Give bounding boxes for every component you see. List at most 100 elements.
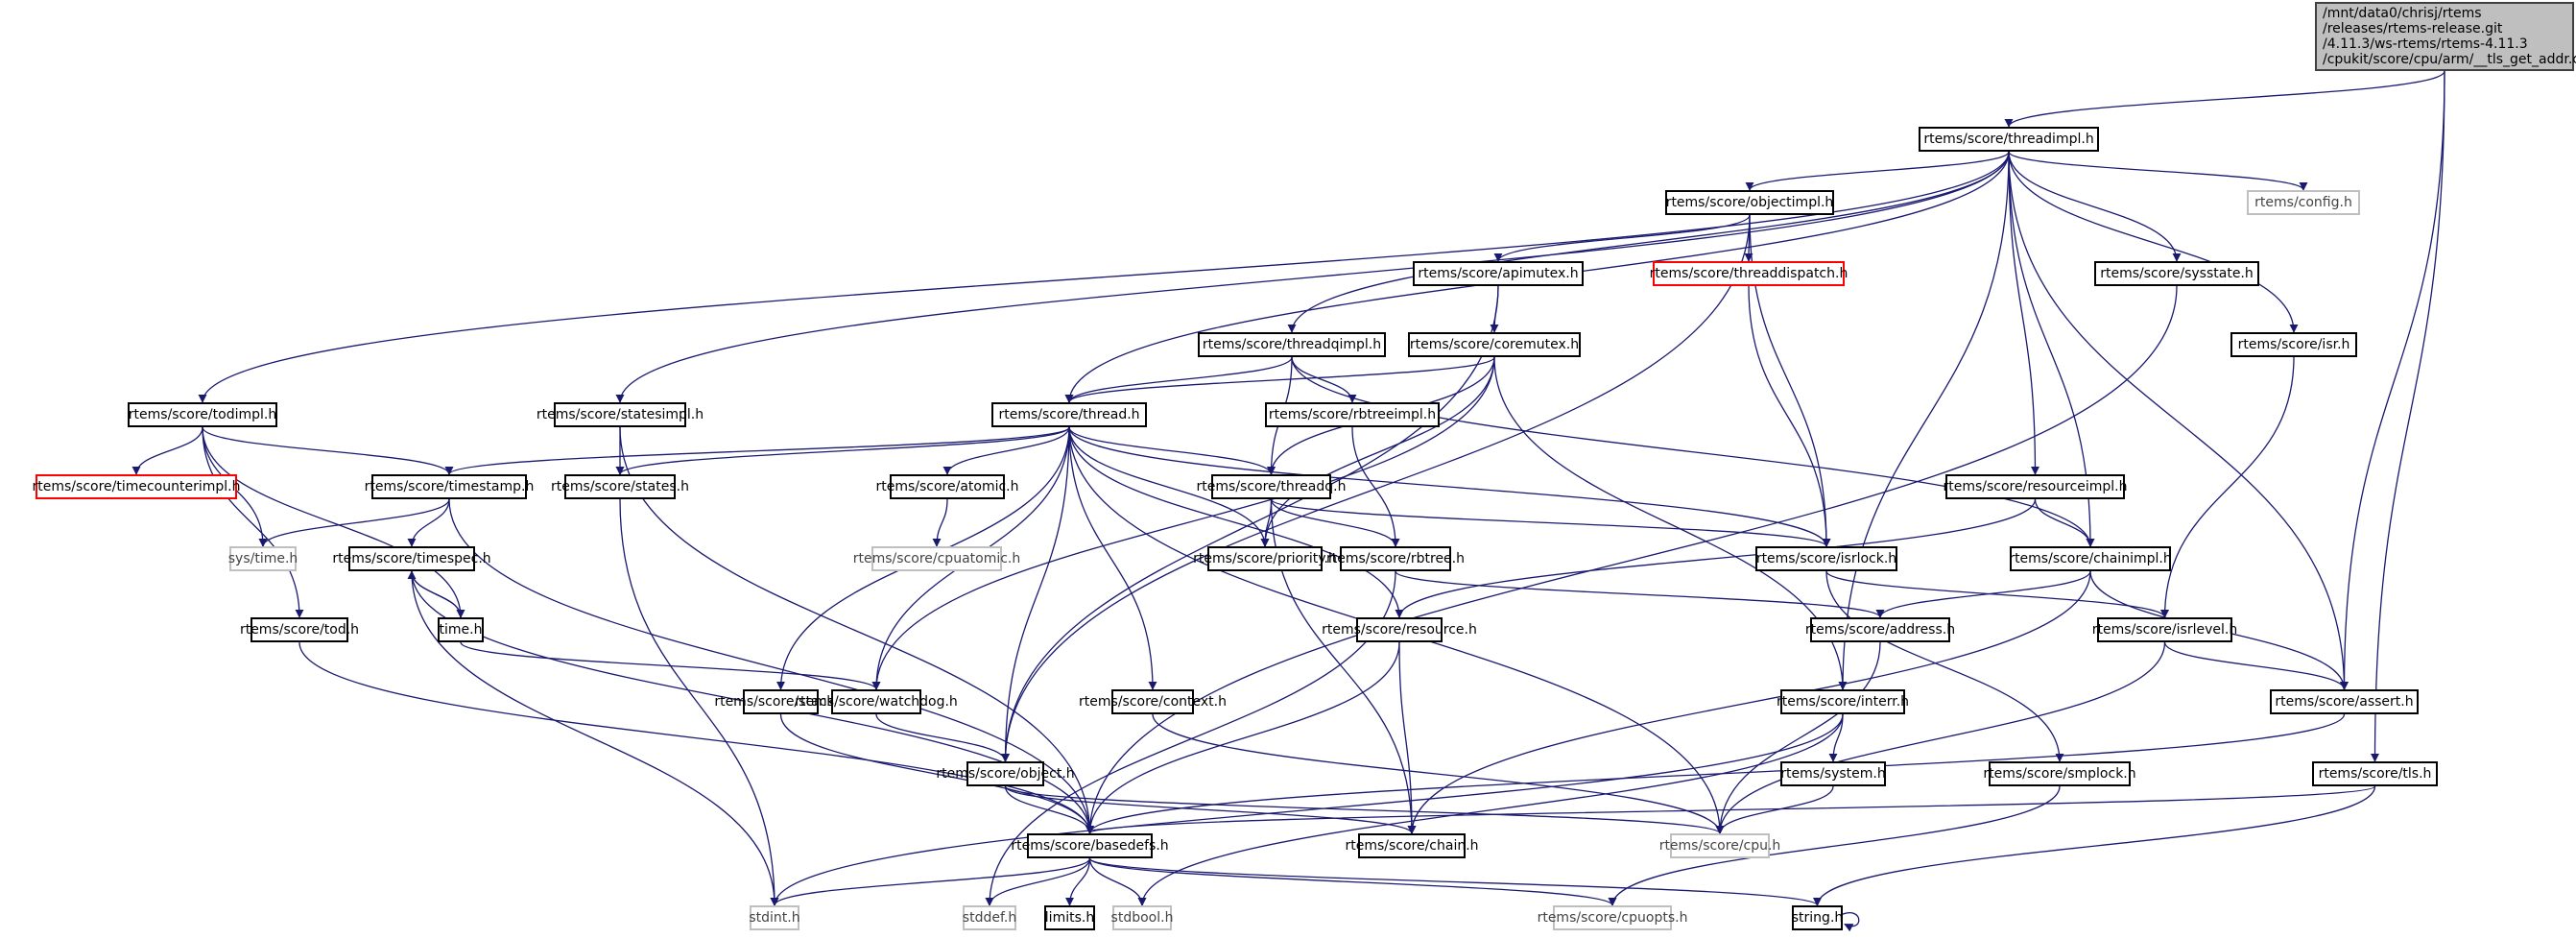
node-interr[interactable]: rtems/score/interr.h bbox=[1777, 689, 1909, 714]
node-objectimpl[interactable]: rtems/score/objectimpl.h bbox=[1665, 190, 1834, 215]
edge-root-to-threadimpl bbox=[2004, 70, 2445, 128]
edge-resourceimpl-to-chainimpl bbox=[2034, 498, 2095, 547]
edge-tls-to-string bbox=[1813, 785, 2376, 906]
node-string[interactable]: string.h bbox=[1792, 905, 1843, 930]
node-rbtreeimpl[interactable]: rtems/score/rbtreeimpl.h bbox=[1265, 402, 1440, 427]
node-chainimpl[interactable]: rtems/score/chainimpl.h bbox=[2009, 546, 2172, 571]
node-resourceimpl[interactable]: rtems/score/resourceimpl.h bbox=[1943, 474, 2128, 499]
node-tod[interactable]: rtems/score/tod.h bbox=[240, 617, 359, 642]
node-basedefs[interactable]: rtems/score/basedefs.h bbox=[1011, 833, 1169, 858]
node-timeh[interactable]: time.h bbox=[438, 617, 484, 642]
edge-isrlevel-to-cpu bbox=[1715, 641, 2166, 834]
edge-basedefs-to-stddef bbox=[985, 857, 1091, 906]
node-timecounterimpl[interactable]: rtems/score/timecounterimpl.h bbox=[33, 474, 240, 499]
node-system[interactable]: rtems/system.h bbox=[1780, 761, 1886, 786]
edge-basedefs-to-string bbox=[1088, 857, 1822, 906]
node-coremutex[interactable]: rtems/score/coremutex.h bbox=[1408, 332, 1581, 357]
root-path-line: /releases/rtems-release.git bbox=[2323, 21, 2503, 36]
node-systime: sys/time.h bbox=[228, 546, 298, 571]
node-threadimpl[interactable]: rtems/score/threadimpl.h bbox=[1919, 127, 2099, 152]
node-timespec[interactable]: rtems/score/timespec.h bbox=[332, 546, 491, 571]
node-cpuopts: rtems/score/cpuopts.h bbox=[1538, 905, 1687, 930]
edge-timestamp-to-timespec bbox=[407, 498, 450, 547]
node-threaddispatch[interactable]: rtems/score/threaddispatch.h bbox=[1650, 261, 1848, 286]
edge-rbtree-to-address bbox=[1395, 570, 1885, 618]
edge-assert-to-basedefs bbox=[1085, 713, 2346, 834]
node-apimutex[interactable]: rtems/score/apimutex.h bbox=[1413, 261, 1584, 286]
edge-threadimpl-to-isr bbox=[2008, 151, 2299, 333]
node-stdint: stdint.h bbox=[749, 905, 800, 930]
node-limits[interactable]: limits.h bbox=[1044, 905, 1095, 930]
edge-atomic-to-cpuatomic bbox=[932, 498, 948, 547]
node-isr[interactable]: rtems/score/isr.h bbox=[2230, 332, 2357, 357]
edge-interr-to-stdint bbox=[770, 713, 1844, 906]
node-timestamp[interactable]: rtems/score/timestamp.h bbox=[365, 474, 534, 499]
node-priority[interactable]: rtems/score/priority.h bbox=[1193, 546, 1337, 571]
node-states[interactable]: rtems/score/states.h bbox=[551, 474, 689, 499]
edge-threadimpl-to-objectimpl bbox=[1745, 151, 2010, 191]
edge-threadq-to-rbtree bbox=[1270, 498, 1400, 547]
edge-isrlock-to-isrlevel bbox=[1825, 570, 2169, 618]
node-tls[interactable]: rtems/score/tls.h bbox=[2312, 761, 2438, 786]
node-threadq[interactable]: rtems/score/threadq.h bbox=[1197, 474, 1346, 499]
edge-todimpl-to-tod bbox=[202, 426, 304, 618]
edge-todimpl-to-timeh bbox=[202, 426, 465, 618]
edge-timeh-to-timespec bbox=[407, 570, 462, 618]
node-atomic[interactable]: rtems/score/atomic.h bbox=[875, 474, 1019, 499]
edge-basedefs-to-cpuopts bbox=[1088, 857, 1617, 906]
edge-object-to-chain bbox=[1004, 785, 1417, 834]
node-stddef: stddef.h bbox=[963, 905, 1016, 930]
edge-smplock-to-cpuopts bbox=[1608, 785, 2061, 906]
edge-timestamp-to-basedefs bbox=[448, 498, 1095, 834]
node-object[interactable]: rtems/score/object.h bbox=[936, 761, 1075, 786]
node-isrlock[interactable]: rtems/score/isrlock.h bbox=[1755, 546, 1897, 571]
node-sysstate[interactable]: rtems/score/sysstate.h bbox=[2094, 261, 2259, 286]
node-smplock[interactable]: rtems/score/smplock.h bbox=[1983, 761, 2136, 786]
edge-coremutex-to-watchdog bbox=[871, 356, 1495, 690]
edge-threadimpl-to-assert bbox=[2008, 151, 2349, 690]
edge-todimpl-to-timestamp bbox=[202, 426, 454, 475]
edge-objectimpl-to-apimutex bbox=[1493, 214, 1751, 262]
node-isrlevel[interactable]: rtems/score/isrlevel.h bbox=[2092, 617, 2237, 642]
node-assert[interactable]: rtems/score/assert.h bbox=[2270, 689, 2419, 714]
root-path-line: /mnt/data0/chrisj/rtems bbox=[2323, 6, 2482, 21]
node-threadqimpl[interactable]: rtems/score/threadqimpl.h bbox=[1198, 332, 1386, 357]
node-cpuatomic: rtems/score/cpuatomic.h bbox=[853, 546, 1020, 571]
node-todimpl[interactable]: rtems/score/todimpl.h bbox=[128, 402, 277, 427]
node-stdbool: stdbool.h bbox=[1111, 905, 1173, 930]
node-resource[interactable]: rtems/score/resource.h bbox=[1322, 617, 1477, 642]
node-chain[interactable]: rtems/score/chain.h bbox=[1345, 833, 1479, 858]
edge-isrlevel-to-assert bbox=[2163, 641, 2349, 690]
node-stack[interactable]: rtems/score/stack.h bbox=[714, 689, 847, 714]
edge-threadimpl-to-config bbox=[2008, 151, 2308, 191]
edge-threadimpl-to-interr bbox=[1838, 151, 2010, 690]
edge-resource-to-basedefs bbox=[1085, 641, 1400, 834]
edge-threadq-to-isrlock bbox=[1270, 498, 1831, 547]
edge-interr-to-stdbool bbox=[1137, 713, 1844, 906]
edge-thread-to-timestamp bbox=[444, 426, 1070, 475]
edge-threadimpl-to-threadqimpl bbox=[1287, 151, 2010, 333]
edge-threadimpl-to-todimpl bbox=[198, 151, 2010, 403]
edge-watchdog-to-object bbox=[875, 713, 1011, 762]
root-path-line: /cpukit/score/cpu/arm/__tls_get_addr.c bbox=[2323, 52, 2576, 67]
node-rbtree[interactable]: rtems/score/rbtree.h bbox=[1326, 546, 1465, 571]
edge-threadimpl-to-sysstate bbox=[2008, 151, 2182, 262]
edge-stack-to-basedefs bbox=[779, 713, 1095, 834]
edge-tls-to-basedefs bbox=[1085, 785, 2376, 834]
edge-threadqimpl-to-thread bbox=[1064, 356, 1293, 403]
edge-basedefs-to-stdint bbox=[770, 857, 1091, 906]
edge-rbtreeimpl-to-rbtree bbox=[1351, 426, 1400, 547]
edge-states-to-stdint bbox=[619, 498, 779, 906]
edge-threadimpl-to-resourceimpl bbox=[2008, 151, 2040, 475]
edge-objectimpl-to-object bbox=[1000, 214, 1751, 762]
edge-thread-to-context bbox=[1068, 426, 1157, 690]
node-context[interactable]: rtems/score/context.h bbox=[1079, 689, 1227, 714]
node-thread[interactable]: rtems/score/thread.h bbox=[991, 402, 1147, 427]
node-watchdog[interactable]: rtems/score/watchdog.h bbox=[795, 689, 958, 714]
edge-threadqimpl-to-rbtreeimpl bbox=[1291, 356, 1357, 403]
node-address[interactable]: rtems/score/address.h bbox=[1805, 617, 1955, 642]
node-statesimpl[interactable]: rtems/score/statesimpl.h bbox=[537, 402, 704, 427]
edge-timeh-to-watchdog bbox=[460, 641, 881, 690]
edge-address-to-cpu bbox=[1715, 641, 1881, 834]
edge-timespec-to-stdint bbox=[411, 570, 779, 906]
